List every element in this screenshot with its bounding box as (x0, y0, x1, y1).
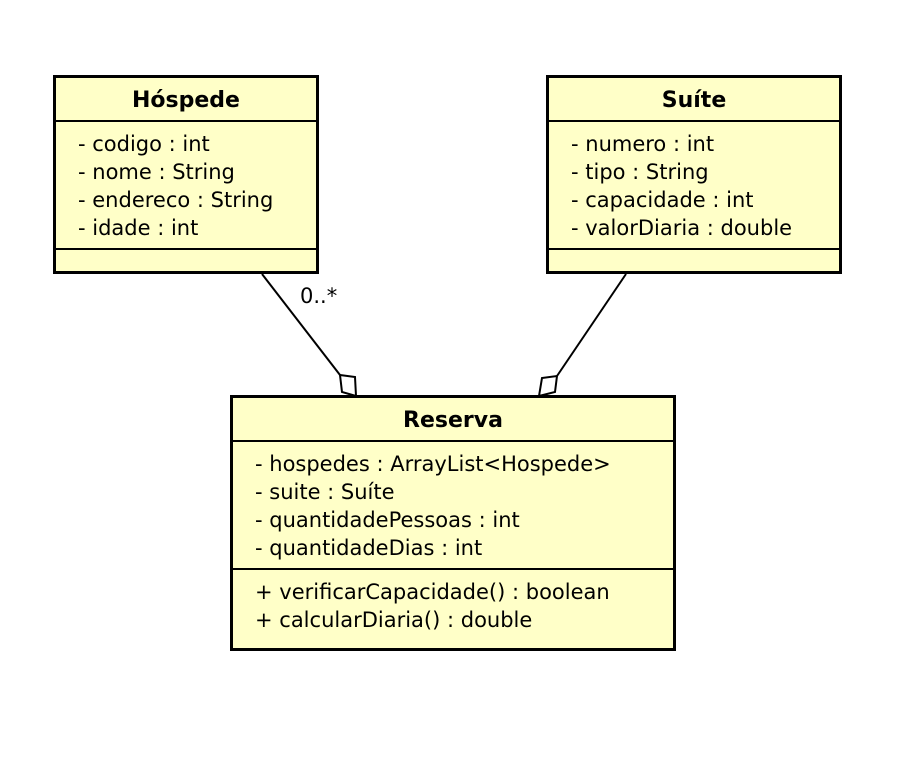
class-name: Suíte (549, 78, 839, 122)
suite-reserva-line (556, 273, 627, 377)
operation: + verificarCapacidade() : boolean (255, 580, 610, 604)
operations-compartment: + verificarCapacidade() : boolean + calc… (233, 568, 673, 640)
attribute: - nome : String (78, 160, 235, 184)
attribute: - codigo : int (78, 132, 210, 156)
hospede-reserva-line (261, 273, 341, 376)
attributes-compartment: - numero : int - tipo : String - capacid… (549, 122, 839, 248)
attribute: - numero : int (571, 132, 715, 156)
operations-compartment (56, 248, 316, 272)
attribute: - quantidadeDias : int (255, 536, 483, 560)
multiplicity-label: 0..* (300, 284, 338, 308)
attribute: - quantidadePessoas : int (255, 508, 520, 532)
attribute: - valorDiaria : double (571, 216, 793, 240)
operations-compartment (549, 248, 839, 272)
class-name: Hóspede (56, 78, 316, 122)
attributes-compartment: - codigo : int - nome : String - enderec… (56, 122, 316, 248)
class-name: Reserva (233, 398, 673, 442)
attribute: - tipo : String (571, 160, 709, 184)
attribute: - idade : int (78, 216, 199, 240)
attribute: - endereco : String (78, 188, 274, 212)
attributes-compartment: - hospedes : ArrayList<Hospede> - suite … (233, 442, 673, 568)
operation: + calcularDiaria() : double (255, 608, 533, 632)
class-hospede[interactable]: Hóspede - codigo : int - nome : String -… (53, 75, 319, 274)
aggregation-diamond-icon (537, 374, 559, 398)
attribute: - capacidade : int (571, 188, 754, 212)
attribute: - hospedes : ArrayList<Hospede> (255, 452, 611, 476)
attribute: - suite : Suíte (255, 480, 395, 504)
suite-reserva-aggregation (537, 273, 627, 398)
class-suite[interactable]: Suíte - numero : int - tipo : String - c… (546, 75, 842, 274)
aggregation-diamond-icon (338, 373, 358, 398)
class-reserva[interactable]: Reserva - hospedes : ArrayList<Hospede> … (230, 395, 676, 651)
